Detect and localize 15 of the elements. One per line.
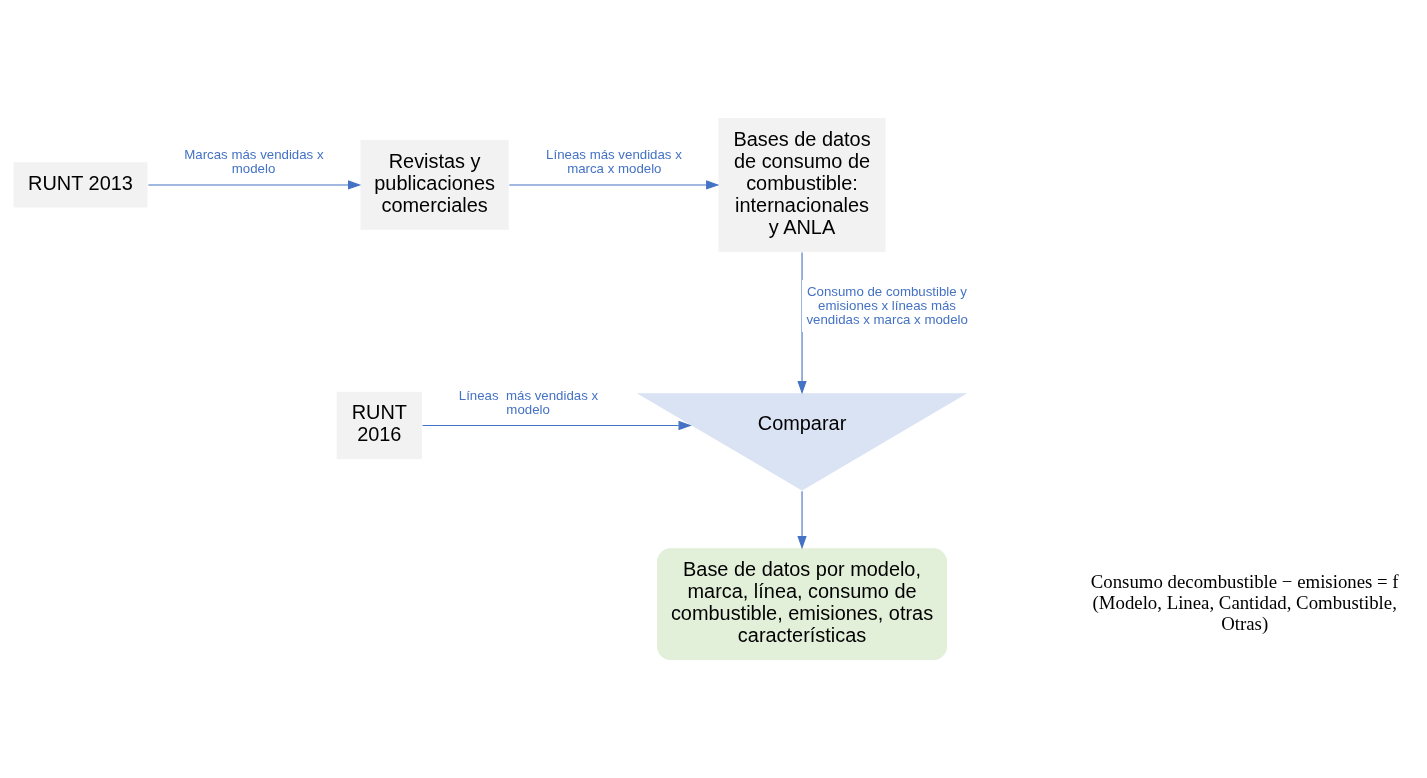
arrow — [508, 180, 720, 190]
label: Consumo decombustible − emisiones = f (Modelo, Linea, Cantidad, Combustible, Otras) — [1090, 570, 1399, 634]
edge-label: Marcas más vendidas x modelo — [184, 147, 324, 177]
arrow — [422, 420, 692, 431]
edge-label: Líneas más vendidas x modelo — [458, 387, 599, 418]
edge-label: Consumo de combustible y emisiones x líneas más vendidas x marca x modelo — [806, 283, 968, 328]
node-box: RUNT 2013 — [12, 161, 149, 209]
arrow — [147, 180, 362, 190]
arrow — [797, 251, 807, 395]
node-box: Base de datos por modelo, marca, línea, consumo de combustible, emisiones, otras características — [655, 547, 949, 662]
node-box: Revistas y publicaciones comerciales — [359, 139, 510, 231]
arrow — [797, 490, 807, 550]
edge-label: Líneas más vendidas x marca x modelo — [546, 147, 682, 177]
node-box: RUNT 2016 — [335, 390, 423, 461]
node-box: Bases de datos de consumo de combustible: internacionales y ANLA — [717, 116, 887, 253]
